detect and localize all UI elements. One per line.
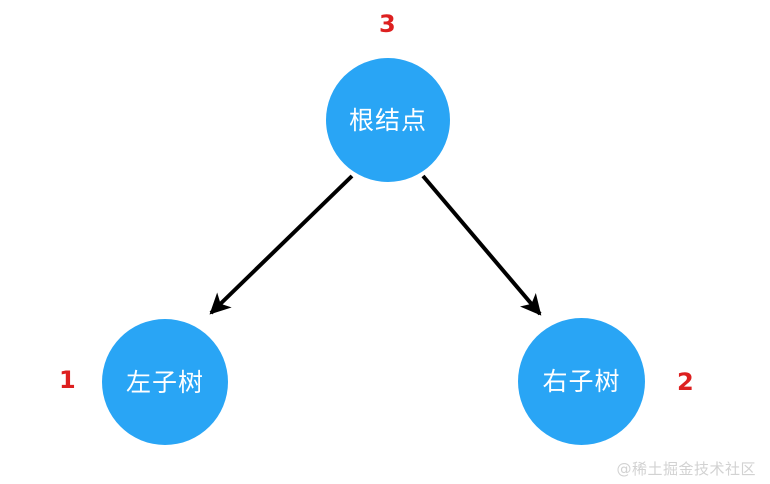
node-root[interactable]: 根结点	[326, 58, 450, 182]
node-right-subtree[interactable]: 右子树	[518, 318, 645, 445]
edge-root-to-right	[421, 174, 542, 316]
watermark: @稀土掘金技术社区	[616, 460, 756, 478]
node-left-subtree[interactable]: 左子树	[102, 319, 228, 445]
node-right-subtree-label: 右子树	[542, 367, 621, 396]
node-root-label: 根结点	[348, 105, 427, 135]
node-left-subtree-label: 左子树	[125, 367, 204, 397]
order-label-left: 1	[59, 366, 76, 394]
order-label-right: 2	[677, 368, 694, 396]
edge-root-to-left	[209, 174, 354, 315]
order-label-root: 3	[379, 10, 396, 38]
